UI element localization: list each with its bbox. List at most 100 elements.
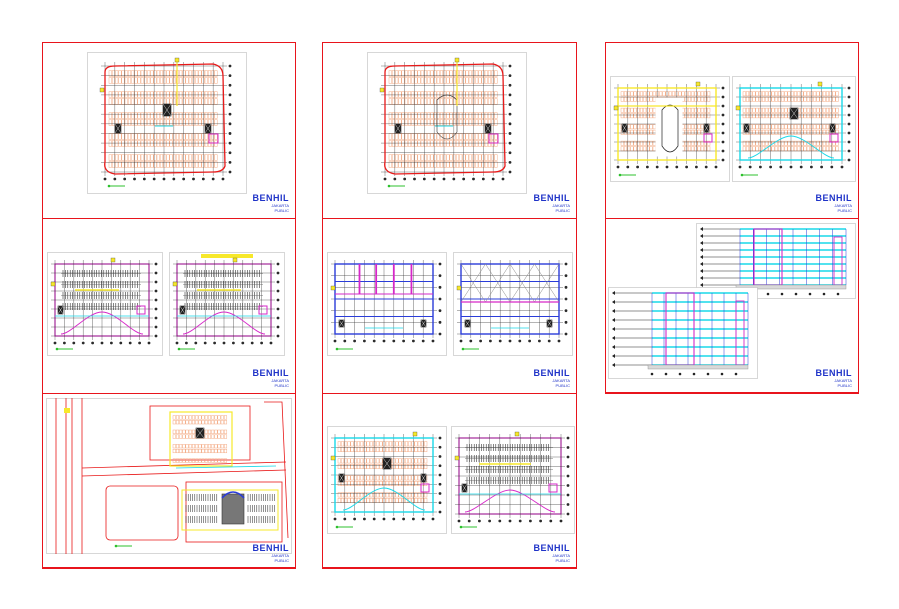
grid-bubble [222,341,226,345]
parking-stall [214,77,218,84]
parking-stall [835,113,839,119]
parking-stall [191,458,196,463]
tag-marker [379,87,385,93]
parking-stall [185,448,189,454]
parking-stall [379,475,383,481]
parking-stall [179,448,183,454]
parking-stall [214,112,218,119]
parking-stall [220,448,224,454]
parking-stall [465,140,469,147]
parking-stall [214,161,218,168]
parking-stall [803,129,807,135]
parking-stall [636,124,640,130]
parking-stall [404,475,409,481]
project-location: JAKARTA [552,553,570,558]
parking-stall [337,492,341,498]
parking-stall [214,70,218,77]
parking-stall [433,119,437,126]
parking-stall [340,458,345,464]
parking-stall [140,161,144,168]
title-block: BENHIL JAKARTA PUBLIC [534,193,571,213]
parking-stall [204,140,208,147]
project-title: BENHIL [252,368,289,378]
tag-marker [232,257,238,263]
parking-stall [752,113,756,119]
parking-stall [398,475,402,481]
parking-stall [684,91,688,97]
parking-stall [407,91,412,98]
grid-bubble [650,372,654,376]
parking-stall [781,129,785,135]
grid-bubble [518,519,522,523]
parking-stall [822,124,826,130]
parking-stall [401,70,405,77]
parking-stall [182,91,186,98]
parking-stall [459,70,463,77]
parking-stall [166,140,170,147]
parking-stall [115,77,119,84]
parking-stall [465,161,469,168]
project-sub: PUBLIC [555,558,570,563]
lot-boundary [105,485,179,541]
parking-stall [214,448,218,454]
parking-stall [825,107,830,113]
parking-stall [835,107,839,113]
roof-brace [534,263,560,303]
core-cross [114,123,122,134]
parking-stall [172,434,176,439]
parking-stall [636,113,640,119]
parking-stall [455,161,460,168]
parking-stall [639,124,644,130]
tag-marker [695,81,701,87]
parking-stall [749,124,753,130]
parking-stall [822,91,826,97]
parking-stall [182,448,186,454]
parking-stall [781,124,785,130]
parking-stall [179,140,183,147]
parking-stall [179,70,183,77]
parking-stall [761,124,766,130]
parking-stall [166,119,170,126]
parking-stall [401,475,405,481]
parking-stall [156,112,160,119]
parking-stall [446,91,450,98]
parking-stall [398,77,402,84]
parking-stall [220,444,224,449]
tag-marker [99,87,105,93]
parking-stall [223,458,228,463]
parking-stall [825,124,830,130]
parking-stall [417,475,421,481]
parking-stall [366,458,370,464]
parking-stall [401,441,405,447]
parking-stall [121,70,125,77]
parking-rows [61,270,141,310]
grid-bubble [182,177,186,181]
parking-stall [172,154,176,161]
parking-stall [633,91,637,97]
parking-stall [360,492,364,498]
grid-bubble [241,341,245,345]
parking-stall [761,113,766,119]
grid-bubble [201,177,205,181]
parking-stall [175,112,180,119]
parking-stall [153,91,157,98]
parking-stall [430,161,434,168]
grid-bubble [91,341,94,345]
tag-marker [735,105,741,111]
parking-stall [124,91,128,98]
title-block: BENHIL JAKARTA PUBLIC [253,193,290,213]
parking-stall [179,420,183,425]
parking-stall [816,107,820,113]
grid-bubble [438,285,442,289]
parking-stall [420,70,424,77]
parking-stall [417,492,421,498]
parking-stall [201,448,205,454]
parking-stall [185,415,189,420]
parking-stall [147,119,151,126]
parking-stall [678,91,682,97]
grid-bubble [213,341,216,345]
grid-bubble [780,292,784,296]
parking-stall [211,444,215,449]
parking-stall [813,91,817,97]
parking-stall [223,429,228,434]
